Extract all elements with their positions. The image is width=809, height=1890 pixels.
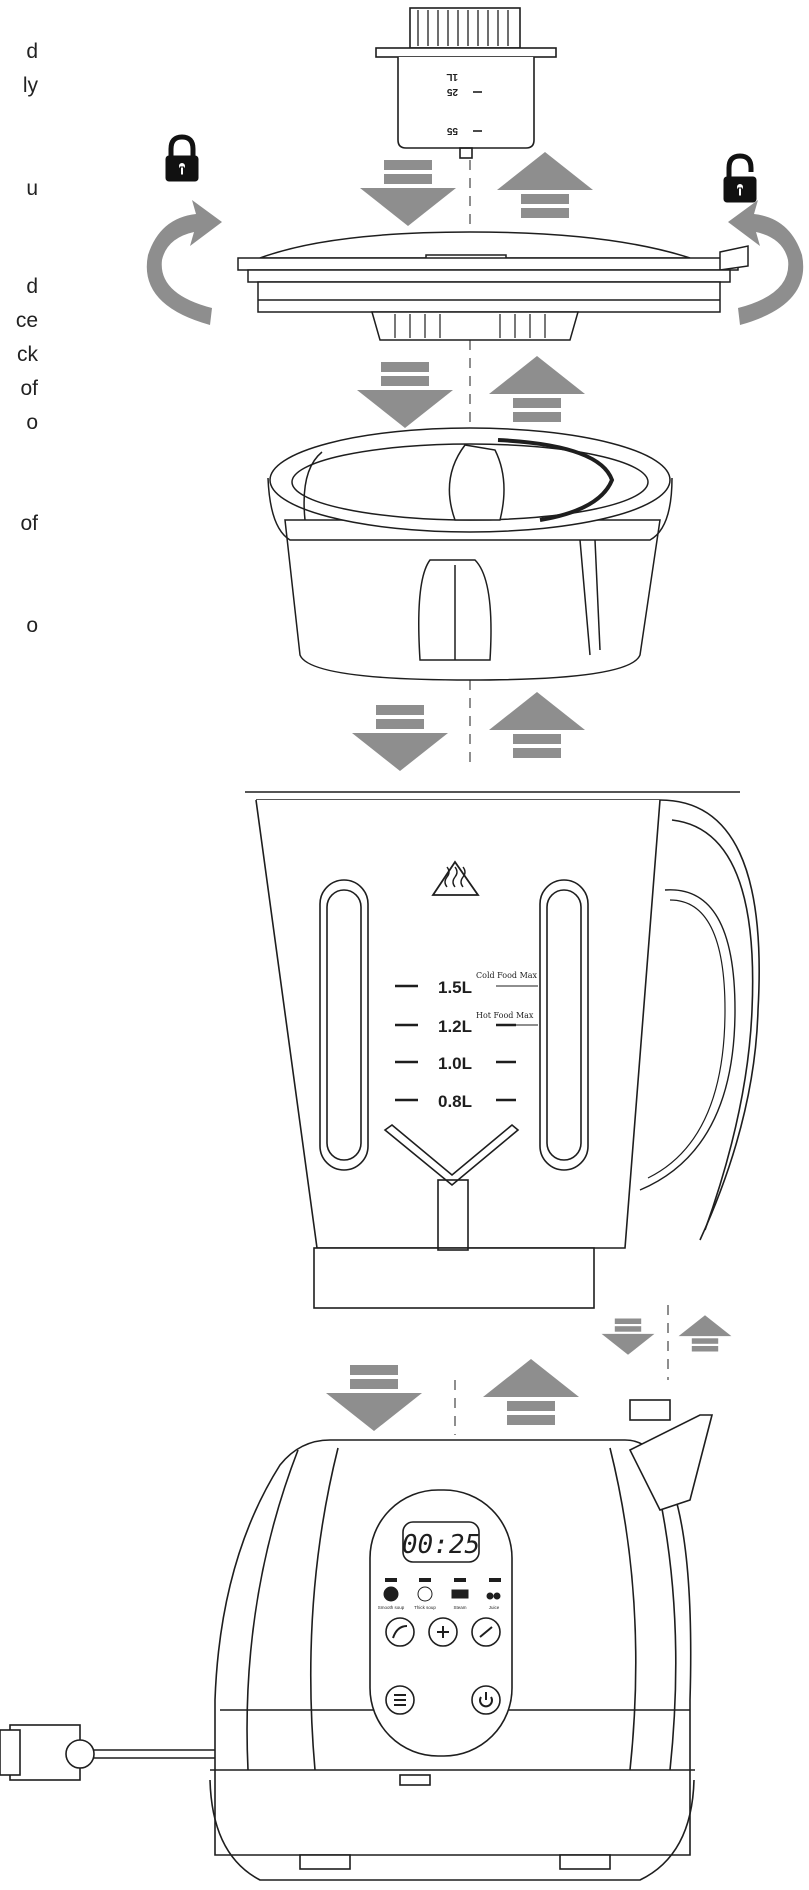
timer-readout: 00:25 [402, 1530, 480, 1560]
arrow-down-icon [326, 1365, 422, 1431]
level-1.2L: 1.2L [438, 1017, 472, 1036]
text-fragment: of [20, 512, 38, 535]
text-fragment: d [26, 275, 38, 298]
text-fragment: o [26, 411, 38, 434]
padlock-locked-icon [166, 137, 198, 181]
filter-basket [267, 427, 673, 681]
thick-soup-icon[interactable] [417, 1586, 433, 1602]
blender-jug: 1.5L 1.2L 1.0L 0.8L Cold Food Max Hot Fo… [245, 791, 760, 1309]
lid [237, 231, 749, 341]
program-label: Smooth soup [378, 1605, 405, 1610]
pulse-button[interactable] [385, 1617, 415, 1647]
level-1.5L: 1.5L [438, 978, 472, 997]
text-fragment: ly [22, 74, 38, 97]
arrow-down-icon [352, 705, 448, 771]
arrow-down-icon [601, 1318, 655, 1355]
arrow-up-icon [483, 1359, 579, 1425]
text-fragment: o [26, 614, 38, 637]
text-fragment: ce [15, 309, 38, 332]
cross-arrows-icon [437, 1626, 449, 1638]
cup-mark: 25 [446, 86, 458, 97]
juice-icon[interactable] [486, 1592, 494, 1600]
hot-food-max-label: Hot Food Max [476, 1011, 534, 1020]
assembly-axis [454, 160, 669, 1435]
text-fragment: ck [17, 343, 38, 366]
pulse-icon [392, 1625, 408, 1639]
control-panel: 00:25 Smooth soup Thick soup Steam Juice [369, 1489, 513, 1757]
text-fragment: of [20, 377, 38, 400]
text-fragment: d [26, 40, 38, 63]
program-indicators [385, 1578, 501, 1582]
blender-base [0, 1399, 714, 1881]
measuring-cup: 1L 25 55 [375, 7, 557, 159]
menu-list-icon [394, 1694, 406, 1706]
arrow-up-icon [489, 692, 585, 758]
arrow-up-icon [678, 1315, 732, 1352]
power-icon [479, 1692, 493, 1708]
cup-mark: 1L [446, 71, 458, 82]
rotate-arrow-right-icon [728, 200, 804, 325]
arrow-up-icon [489, 356, 585, 422]
program-label: Thick soup [414, 1605, 436, 1610]
arrow-down-icon [357, 362, 453, 428]
temperature-icon [479, 1626, 493, 1638]
level-0.8L: 0.8L [438, 1092, 472, 1111]
padlock-unlocked-icon [724, 156, 756, 202]
timer-display [402, 1521, 480, 1563]
rotate-arrow-left-icon [146, 200, 222, 325]
level-1.0L: 1.0L [438, 1054, 472, 1073]
smooth-soup-icon[interactable] [383, 1586, 399, 1602]
text-fragment: u [26, 177, 38, 200]
cold-food-max-label: Cold Food Max [476, 971, 538, 980]
arrow-up-icon [497, 152, 593, 218]
arrow-down-icon [360, 160, 456, 226]
hot-surface-warning-icon [444, 866, 466, 888]
program-label: Steam [453, 1605, 466, 1610]
steam-icon[interactable] [451, 1589, 469, 1599]
program-label: Juice [489, 1605, 500, 1610]
cup-mark: 55 [446, 125, 458, 136]
